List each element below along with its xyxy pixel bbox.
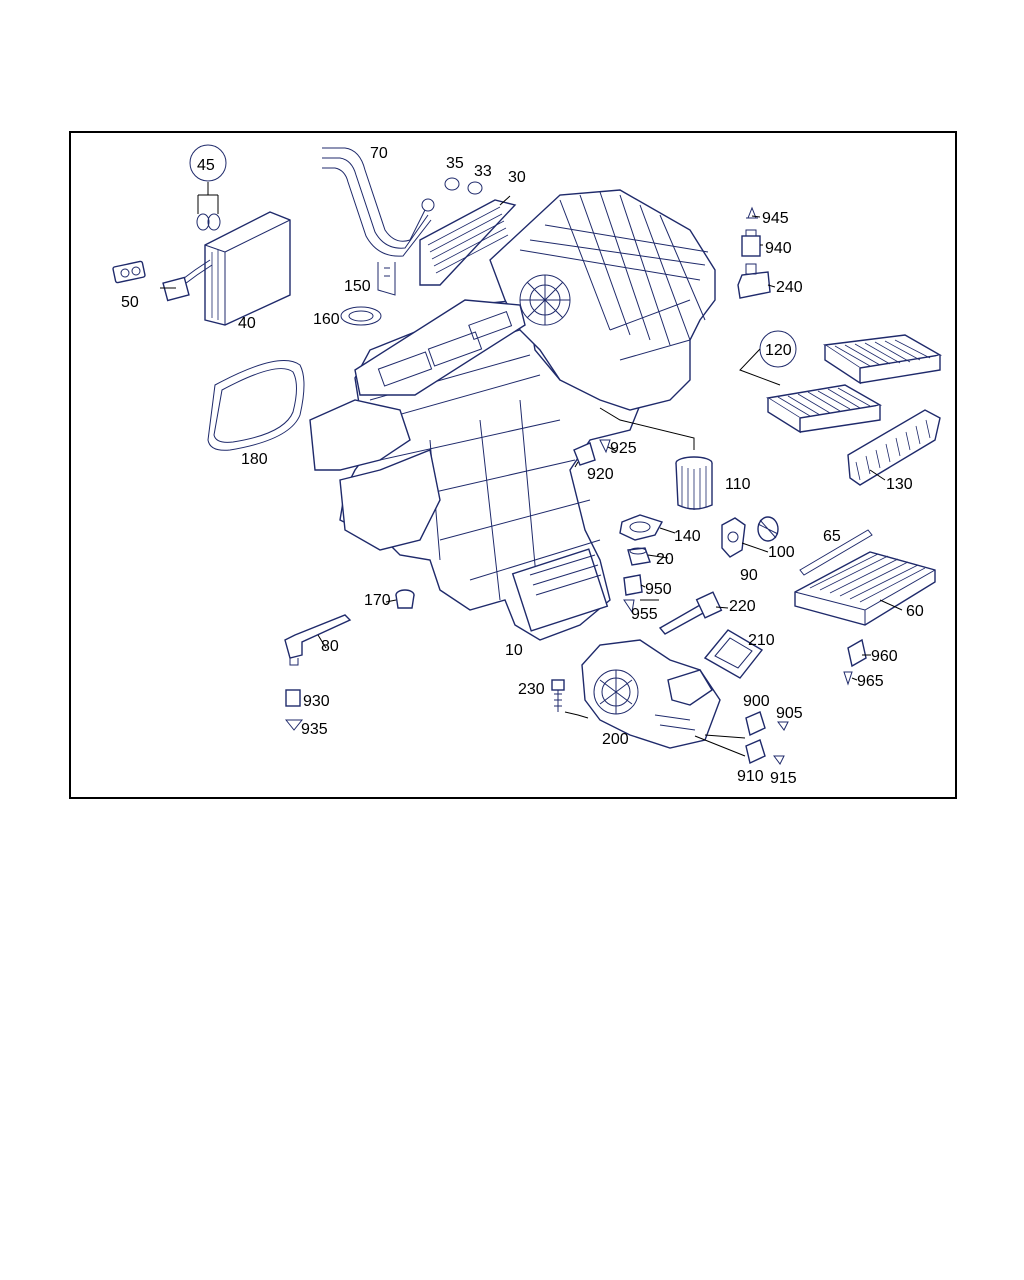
label-100: 100	[768, 544, 795, 561]
part-labels: 45 70 35 33 30 945 940 240 150 50 40 160…	[121, 145, 924, 787]
cabin-filters-part-120	[739, 330, 943, 434]
label-925: 925	[610, 440, 637, 457]
label-60: 60	[906, 603, 924, 620]
label-45: 45	[197, 157, 215, 174]
label-935: 935	[301, 721, 328, 738]
part-100	[757, 516, 779, 542]
top-air-outlet-frame	[354, 299, 526, 396]
part-150	[377, 262, 396, 296]
tube-assembly-part-70	[322, 147, 435, 257]
label-140: 140	[674, 528, 701, 545]
label-950: 950	[645, 581, 672, 598]
leader-lines	[160, 195, 903, 757]
label-905: 905	[776, 705, 803, 722]
label-160: 160	[313, 311, 340, 328]
connector-parts-900-905-910-915	[745, 711, 789, 765]
label-940: 940	[765, 240, 792, 257]
seal-rings-33-35	[444, 177, 483, 195]
label-170: 170	[364, 592, 391, 609]
label-150: 150	[344, 278, 371, 295]
label-200: 200	[602, 731, 629, 748]
heater-core-part-30	[419, 199, 517, 286]
label-50: 50	[121, 294, 139, 311]
label-120: 120	[765, 342, 792, 359]
label-10: 10	[505, 642, 523, 659]
label-40: 40	[238, 315, 256, 332]
label-35: 35	[446, 155, 464, 172]
label-110: 110	[725, 476, 751, 493]
label-90: 90	[740, 567, 758, 584]
sensor-part-220	[658, 591, 723, 635]
filter-frame-part-130	[847, 409, 941, 486]
label-240: 240	[776, 279, 803, 296]
bolt-part-230	[551, 679, 565, 712]
label-30: 30	[508, 169, 526, 186]
label-965: 965	[857, 673, 884, 690]
label-900: 900	[743, 693, 770, 710]
parts-65-60	[794, 529, 936, 626]
expansion-valve-part-50	[112, 260, 146, 284]
o-rings-part-45	[189, 144, 227, 231]
label-920: 920	[587, 466, 614, 483]
parts-140-20	[619, 514, 664, 566]
sensor-parts-945-940-240	[737, 206, 771, 299]
actuator-part-90	[721, 517, 746, 558]
pipe-part-110	[599, 407, 713, 510]
label-130: 130	[886, 476, 913, 493]
label-230: 230	[518, 681, 545, 698]
diagram-frame	[69, 131, 957, 799]
parts-960-965	[843, 638, 867, 686]
label-70: 70	[370, 145, 388, 162]
label-220: 220	[729, 598, 756, 615]
label-945: 945	[762, 210, 789, 227]
frame-part-210	[703, 629, 764, 679]
label-955: 955	[631, 606, 658, 623]
label-960: 960	[871, 648, 898, 665]
label-80: 80	[321, 638, 339, 655]
label-65: 65	[823, 528, 841, 545]
part-170	[395, 589, 415, 609]
actuator-parts-80-930-935	[284, 614, 352, 731]
label-910: 910	[737, 768, 764, 785]
label-180: 180	[241, 451, 268, 468]
label-210: 210	[748, 632, 775, 649]
label-915: 915	[770, 770, 797, 787]
label-20: 20	[656, 551, 674, 568]
parts-925-920	[573, 439, 611, 466]
gasket-part-160	[340, 306, 382, 326]
label-930: 930	[303, 693, 330, 710]
blower-assembly-part-200	[581, 639, 721, 749]
label-33: 33	[474, 163, 492, 180]
evaporator-part-40	[162, 211, 291, 326]
seal-frame-part-180	[207, 360, 305, 451]
upper-distribution-housing	[489, 189, 716, 411]
parts-950-955	[623, 574, 643, 614]
